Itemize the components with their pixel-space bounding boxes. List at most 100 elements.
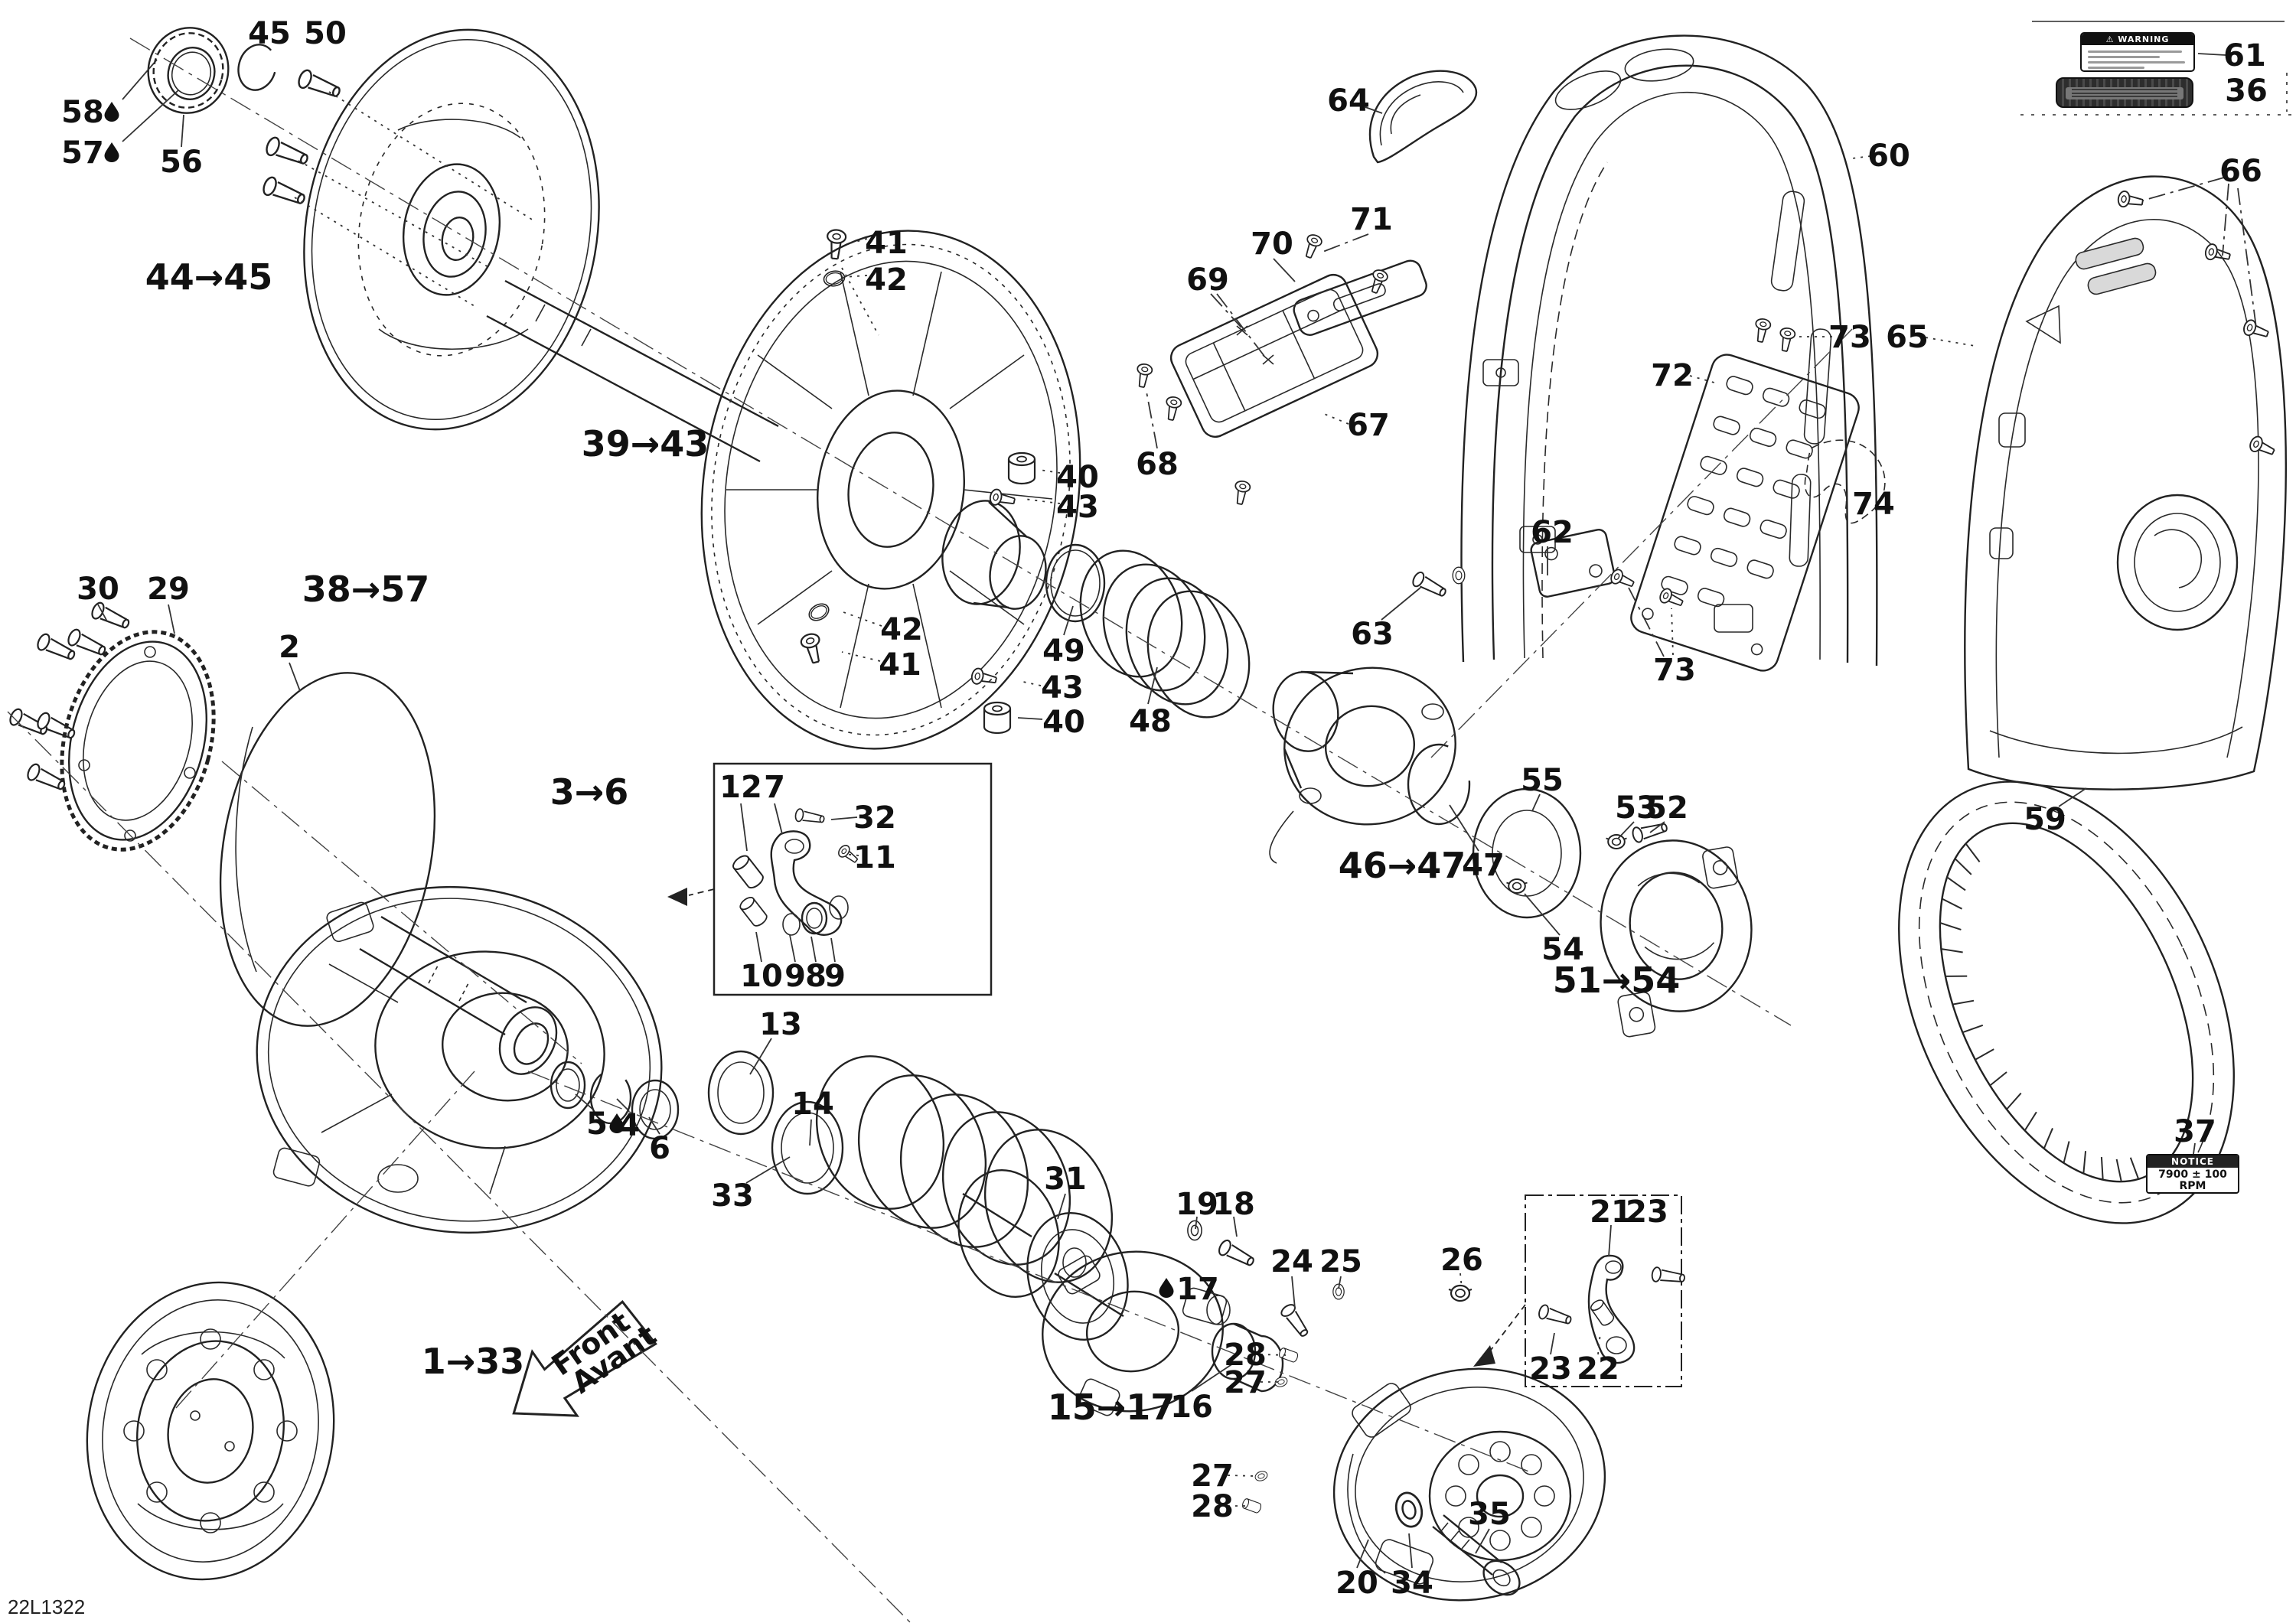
part-callout-24: 24: [1270, 1244, 1313, 1279]
leader-line: [1475, 1528, 1490, 1554]
leader-line: [745, 1156, 791, 1184]
leader-line: [1628, 587, 1665, 657]
center-axes: [7, 37, 1853, 1623]
belt-tooth-mark: [1941, 948, 1963, 953]
belt-tooth-mark: [1939, 922, 1962, 930]
part-callout-58: 58: [61, 95, 104, 130]
spring-48: [1079, 549, 1251, 719]
inset-box-pawl: [1473, 1194, 1687, 1387]
part-callout-69: 69: [1186, 262, 1229, 298]
leader-line: [843, 611, 882, 627]
belt-tooth-mark: [1965, 842, 1981, 862]
belt-tooth-mark: [1962, 1024, 1984, 1034]
bracket-72: [1630, 354, 1860, 672]
leader-line: [1233, 1216, 1238, 1237]
part-callout-9: 9: [784, 959, 806, 994]
part-callout-9: 9: [824, 959, 846, 994]
leader-line: [1057, 1193, 1066, 1220]
belt-tooth-mark: [2043, 1128, 2053, 1149]
part-callout-25: 25: [1319, 1244, 1362, 1279]
part-callout-42: 42: [865, 262, 908, 298]
lubricant-droplet-icon: [104, 142, 119, 162]
leader-line: [1649, 821, 1665, 833]
leader-line: [1524, 893, 1561, 936]
notice-sticker-subtext: MAXIMUM HORSEPOWER: [2148, 1193, 2238, 1194]
leader-line: [841, 651, 881, 662]
product-sticker-36: [2056, 77, 2193, 108]
drive-belt: [1898, 781, 2235, 1224]
leader-line: [1925, 337, 1975, 347]
screw-68: [1163, 395, 1183, 422]
leader-line: [1063, 605, 1074, 636]
pin-10: [737, 894, 770, 929]
leader-line: [2142, 177, 2225, 201]
leader-line: [1671, 608, 1674, 656]
part-callout-54: 54: [1541, 932, 1584, 967]
leader-line: [809, 1119, 812, 1146]
inset-box-lever: [667, 762, 993, 996]
part-callout-13: 13: [759, 1007, 802, 1042]
leader-line: [1408, 1533, 1413, 1569]
washer-27: [1253, 1469, 1270, 1483]
belt-tooth-mark: [1946, 876, 1966, 891]
leader-lines: [97, 53, 2257, 1569]
part-callout-67: 67: [1347, 408, 1390, 443]
cover-65: [1964, 175, 2287, 790]
part-callout-55: 55: [1521, 763, 1564, 798]
part-callout-33: 33: [711, 1178, 754, 1214]
tension-bracket-group: [1505, 819, 1753, 1038]
center-axis-line: [527, 1071, 1531, 1473]
part-callout-27: 27: [1191, 1458, 1234, 1494]
belt-tooth-mark: [2115, 1159, 2122, 1182]
part-callout-28: 28: [1224, 1338, 1267, 1373]
bolt-18: [1215, 1237, 1257, 1271]
leader-line: [1216, 293, 1267, 359]
roller-spider-group: [1042, 1220, 1473, 1514]
part-callout-46→47: 46→47: [1339, 845, 1466, 886]
part-callout-72: 72: [1651, 358, 1694, 393]
center-axis-line: [1430, 328, 1853, 758]
leader-line: [328, 91, 536, 223]
screw-66: [2247, 434, 2278, 461]
center-axis-line: [175, 1071, 475, 1409]
leader-line: [841, 267, 879, 336]
fixed-sheave-disc: [303, 28, 600, 431]
leader-line: [575, 1093, 594, 1110]
leader-line: [616, 1098, 630, 1112]
leader-line: [298, 160, 491, 269]
part-callout-38→57: 38→57: [302, 569, 430, 610]
part-callout-32: 32: [853, 800, 896, 836]
part-callout-23: 23: [1626, 1194, 1668, 1230]
part-callout-6: 6: [649, 1131, 670, 1166]
pawl-lever-21: [1587, 1254, 1636, 1364]
leader-line: [1608, 1224, 1612, 1257]
leader-line: [1459, 1273, 1463, 1289]
part-callout-51→54: 51→54: [1553, 960, 1681, 1001]
main-shaft: [486, 279, 779, 463]
part-callout-74: 74: [1852, 487, 1895, 522]
leader-line: [1146, 391, 1158, 449]
sheave-2-group: [219, 672, 558, 1075]
belt-tooth-mark: [2129, 1157, 2140, 1180]
bracket-67: [1169, 273, 1379, 438]
leader-line: [740, 803, 748, 852]
part-callout-31: 31: [1044, 1162, 1087, 1197]
part-callout-53: 53: [1615, 790, 1658, 826]
oring-42: [822, 269, 846, 288]
leader-line: [774, 803, 783, 835]
bolt-50: [260, 174, 308, 210]
part-callout-39→43: 39→43: [582, 423, 709, 464]
circlip-47: [1407, 743, 1471, 826]
lubricant-droplet-icon: [104, 102, 119, 122]
part-callout-43: 43: [1056, 490, 1099, 525]
part-callout-52: 52: [1645, 790, 1688, 826]
leader-line: [1449, 804, 1479, 852]
part-callout-26: 26: [1440, 1243, 1483, 1278]
screw-73: [1752, 317, 1773, 344]
nut-53: [1605, 833, 1628, 850]
leader-line: [755, 931, 762, 963]
governor-cup-assembly: [86, 1281, 335, 1581]
leader-line: [294, 197, 475, 307]
